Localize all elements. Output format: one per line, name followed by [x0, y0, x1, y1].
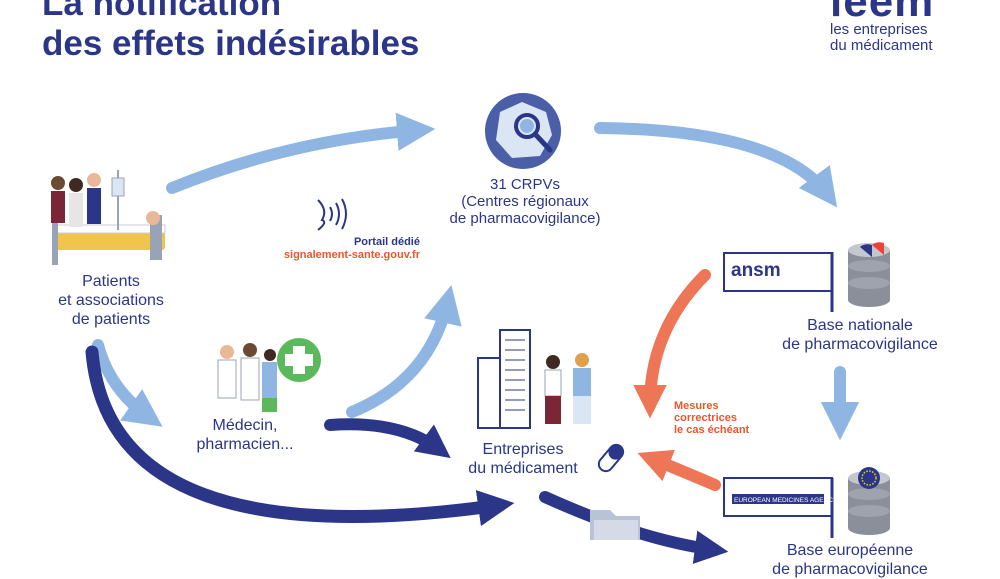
- base-nationale-label-1: Base nationale: [807, 317, 913, 334]
- patients-label-3: de patients: [71, 311, 151, 328]
- folder-icon: [590, 510, 640, 540]
- medecin-label-2: pharmacien...: [196, 436, 294, 453]
- title-line-1: La notification: [42, 0, 282, 23]
- measures-note: Mesures correctrices le cas échéant: [674, 400, 749, 436]
- entreprises-label: Entreprises du médicament: [443, 440, 603, 478]
- portal-title: Portail dédié: [353, 236, 420, 248]
- crpv-label-3: de pharmacovigilance): [449, 210, 601, 227]
- france-map-icon: [485, 93, 561, 169]
- crpv-label-1: 31 CRPVs: [489, 176, 561, 193]
- arrow-patients-to-entreprises: [85, 345, 515, 527]
- entreprises-illustration: [477, 329, 591, 429]
- ansm-badge: ansm: [723, 252, 834, 312]
- crpv-label: 31 CRPVs (Centres régionaux de pharmacov…: [430, 176, 620, 227]
- base-nationale-label: Base nationale de pharmacovigilance: [760, 316, 960, 354]
- arrow-ema-to-entreprises: [637, 449, 721, 491]
- ansm-logo-text: ansm: [731, 260, 781, 281]
- pharmacy-cross-icon: [277, 338, 321, 382]
- measures-line-2: correctrices: [674, 412, 737, 424]
- arrow-patients-to-medecin: [92, 339, 163, 427]
- entreprises-label-1: Entreprises: [482, 441, 564, 458]
- sound-wave-icon: [317, 198, 347, 231]
- measures-line-1: Mesures: [674, 400, 719, 412]
- ansm-database-icon: [848, 242, 890, 307]
- patients-illustration: [51, 170, 166, 265]
- entreprises-label-2: du médicament: [468, 460, 578, 477]
- portal-url-link[interactable]: signalement-sante.gouv.fr: [283, 249, 420, 261]
- arrow-patients-to-crpv: [166, 112, 436, 194]
- medecin-label: Médecin, pharmacien...: [175, 416, 315, 454]
- leem-logo: leem les entreprises du médicament: [830, 0, 934, 54]
- arrow-medecin-to-entreprises: [324, 418, 451, 459]
- base-nationale-label-2: de pharmacovigilance: [782, 336, 938, 353]
- ema-logo-text: EUROPEAN MEDICINES AGENCY: [734, 497, 838, 504]
- page-title: La notification des effets indésirables: [42, 0, 419, 64]
- logo-mark: leem: [830, 0, 935, 26]
- patients-label-2: et associations: [58, 292, 164, 309]
- medecin-illustration: [217, 343, 277, 412]
- medecin-label-1: Médecin,: [212, 417, 278, 434]
- pill-icon: [597, 443, 625, 473]
- logo-line-2: du médicament: [830, 37, 933, 54]
- arrow-ansm-to-entreprises: [633, 269, 711, 419]
- base-europeenne-label: Base européenne de pharmacovigilance: [745, 541, 955, 579]
- logo-line-1: les entreprises: [830, 21, 928, 38]
- arrow-crpv-to-ansm: [594, 122, 838, 208]
- crpv-label-2: (Centres régionaux: [461, 193, 589, 210]
- arrow-medecin-to-crpv: [346, 285, 462, 418]
- ema-badge: EUROPEAN MEDICINES AGENCY: [723, 477, 838, 538]
- measures-line-3: le cas échéant: [674, 424, 750, 436]
- patients-label-1: Patients: [82, 273, 140, 290]
- base-europeenne-label-1: Base européenne: [786, 542, 914, 559]
- patients-label: Patients et associations de patients: [36, 272, 186, 329]
- ema-database-icon: [848, 467, 890, 535]
- title-line-2: des effets indésirables: [42, 24, 420, 63]
